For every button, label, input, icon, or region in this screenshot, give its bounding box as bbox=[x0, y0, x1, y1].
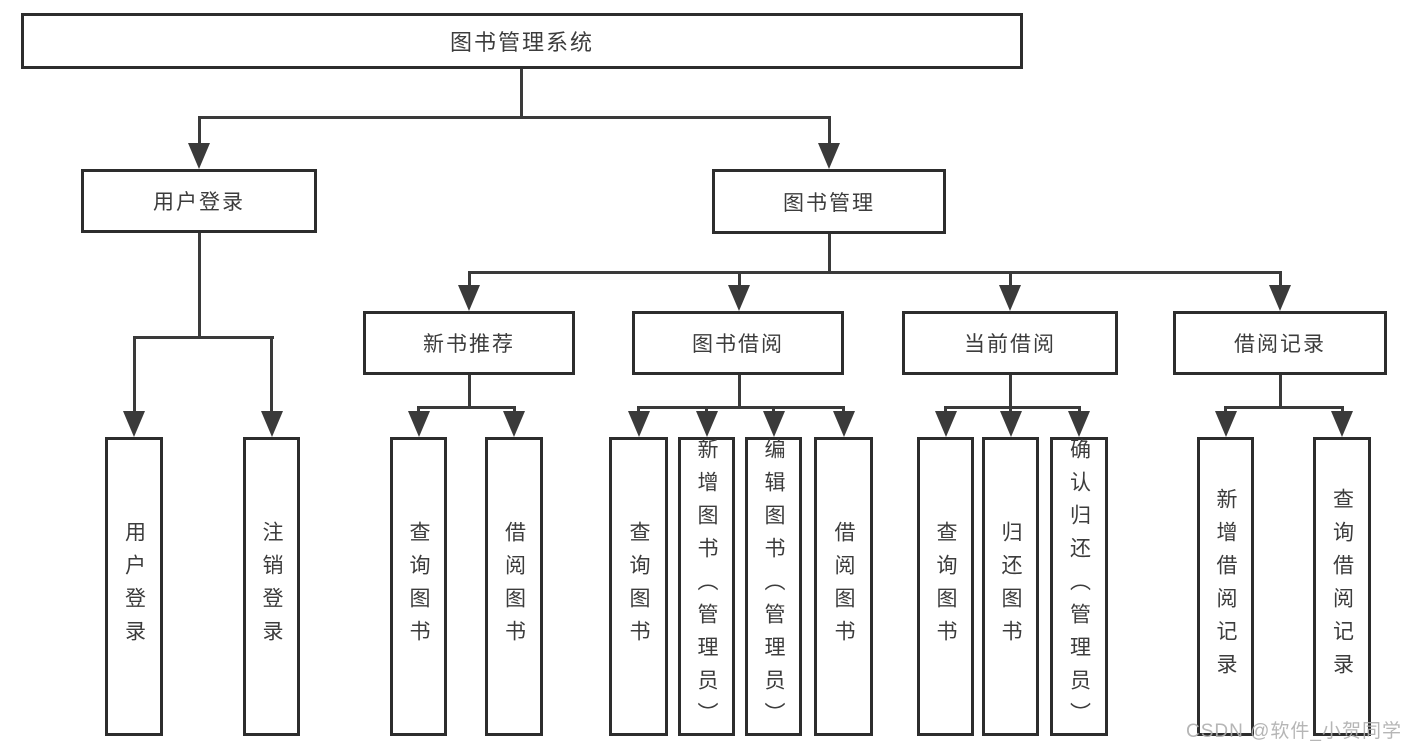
node-book-management: 图书管理 bbox=[712, 169, 946, 234]
leaf-borrow-books-recommend: 借阅图书 bbox=[485, 437, 543, 736]
connector-line bbox=[270, 336, 273, 414]
connector-line bbox=[133, 336, 136, 414]
connector-line bbox=[417, 406, 516, 409]
arrow-down-icon bbox=[188, 143, 210, 169]
node-user-login-label: 用户登录 bbox=[153, 191, 245, 214]
connector-line bbox=[738, 271, 741, 291]
node-new-book-recommend-label: 新书推荐 bbox=[423, 333, 515, 356]
arrow-down-icon bbox=[935, 411, 957, 437]
node-book-borrow: 图书借阅 bbox=[632, 311, 844, 375]
node-library-system: 图书管理系统 bbox=[21, 13, 1023, 69]
arrow-down-icon bbox=[1215, 411, 1237, 437]
connector-line bbox=[1009, 271, 1012, 291]
node-book-borrow-label: 图书借阅 bbox=[692, 333, 784, 356]
connector-line bbox=[198, 116, 831, 119]
leaf-add-borrow-record-label: 新增借阅记录 bbox=[1214, 487, 1237, 686]
leaf-query-books-recommend-label: 查询图书 bbox=[407, 520, 430, 653]
node-new-book-recommend: 新书推荐 bbox=[363, 311, 575, 375]
arrow-down-icon bbox=[1068, 411, 1090, 437]
leaf-return-book: 归还图书 bbox=[982, 437, 1039, 736]
arrow-down-icon bbox=[1000, 411, 1022, 437]
connector-line bbox=[468, 271, 471, 291]
node-borrow-records: 借阅记录 bbox=[1173, 311, 1387, 375]
connector-line bbox=[198, 233, 201, 339]
leaf-query-books-current: 查询图书 bbox=[917, 437, 974, 736]
leaf-logout: 注销登录 bbox=[243, 437, 300, 736]
node-borrow-records-label: 借阅记录 bbox=[1234, 333, 1326, 356]
arrow-down-icon bbox=[696, 411, 718, 437]
leaf-borrow-books-recommend-label: 借阅图书 bbox=[502, 520, 526, 653]
connector-line bbox=[198, 116, 201, 150]
arrow-down-icon bbox=[763, 411, 785, 437]
arrow-down-icon bbox=[123, 411, 145, 437]
connector-line bbox=[1224, 406, 1344, 409]
arrow-down-icon bbox=[628, 411, 650, 437]
leaf-add-borrow-record: 新增借阅记录 bbox=[1197, 437, 1254, 736]
connector-line bbox=[520, 69, 523, 118]
arrow-down-icon bbox=[458, 285, 480, 311]
connector-line bbox=[828, 116, 831, 150]
node-user-login: 用户登录 bbox=[81, 169, 317, 233]
leaf-query-books-current-label: 查询图书 bbox=[934, 520, 957, 653]
leaf-return-book-label: 归还图书 bbox=[999, 520, 1022, 653]
node-current-borrow-label: 当前借阅 bbox=[964, 333, 1056, 356]
watermark: CSDN @软件_小贺同学 bbox=[1186, 721, 1402, 742]
connector-line bbox=[637, 406, 845, 409]
arrow-down-icon bbox=[1331, 411, 1353, 437]
connector-line bbox=[944, 406, 1081, 409]
leaf-confirm-return-admin: 确认归还（管理员） bbox=[1050, 437, 1108, 736]
node-book-management-label: 图书管理 bbox=[783, 191, 875, 215]
leaf-query-borrow-record-label: 查询借阅记录 bbox=[1330, 487, 1354, 686]
leaf-edit-book-admin: 编辑图书（管理员） bbox=[745, 437, 802, 736]
arrow-down-icon bbox=[728, 285, 750, 311]
connector-line bbox=[738, 375, 741, 409]
arrow-down-icon bbox=[818, 143, 840, 169]
connector-line bbox=[1279, 375, 1282, 409]
leaf-user-login-label: 用户登录 bbox=[122, 520, 146, 653]
leaf-logout-label: 注销登录 bbox=[260, 520, 283, 653]
arrow-down-icon bbox=[503, 411, 525, 437]
arrow-down-icon bbox=[999, 285, 1021, 311]
arrow-down-icon bbox=[833, 411, 855, 437]
connector-line bbox=[828, 234, 831, 274]
connector-line bbox=[133, 336, 274, 339]
connector-line bbox=[468, 271, 1282, 274]
leaf-user-login: 用户登录 bbox=[105, 437, 163, 736]
leaf-query-books-recommend: 查询图书 bbox=[390, 437, 447, 736]
leaf-add-book-admin-label: 新增图书（管理员） bbox=[695, 438, 718, 735]
leaf-query-books-borrow: 查询图书 bbox=[609, 437, 668, 736]
node-library-system-label: 图书管理系统 bbox=[449, 30, 594, 55]
leaf-borrow-books-borrow: 借阅图书 bbox=[814, 437, 873, 736]
connector-line bbox=[468, 375, 471, 409]
node-current-borrow: 当前借阅 bbox=[902, 311, 1118, 375]
arrow-down-icon bbox=[1269, 285, 1291, 311]
leaf-confirm-return-admin-label: 确认归还（管理员） bbox=[1067, 438, 1091, 735]
leaf-edit-book-admin-label: 编辑图书（管理员） bbox=[762, 438, 785, 735]
leaf-query-books-borrow-label: 查询图书 bbox=[627, 520, 650, 653]
leaf-add-book-admin: 新增图书（管理员） bbox=[678, 437, 735, 736]
connector-line bbox=[1009, 375, 1012, 409]
connector-line bbox=[1279, 271, 1282, 291]
arrow-down-icon bbox=[408, 411, 430, 437]
leaf-query-borrow-record: 查询借阅记录 bbox=[1313, 437, 1371, 736]
leaf-borrow-books-borrow-label: 借阅图书 bbox=[832, 520, 855, 653]
arrow-down-icon bbox=[261, 411, 283, 437]
